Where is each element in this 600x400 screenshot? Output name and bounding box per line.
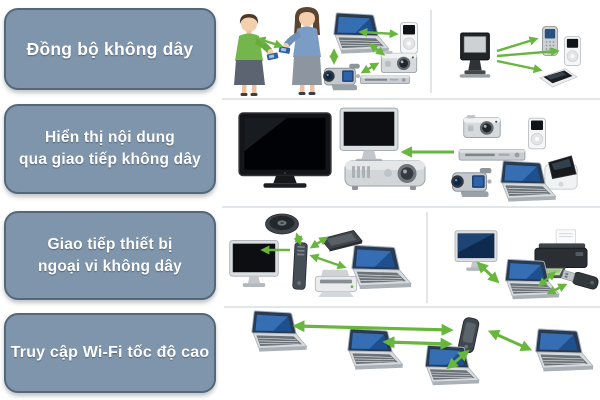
digital-camera (380, 50, 418, 74)
usb-stick (560, 267, 600, 291)
portable-media-player (544, 155, 578, 190)
printer (314, 269, 358, 298)
monitor (339, 107, 399, 164)
label-text: Hiển thị nội dung (45, 129, 175, 147)
usb-hub (292, 241, 308, 291)
portable-player (539, 68, 578, 88)
label-wireless-peripherals: Giao tiếp thiết bị ngoại vi không dây (4, 211, 216, 300)
label-text: Đồng bộ không dây (26, 38, 194, 59)
arrow-laptop-ipod (358, 27, 399, 39)
arrow-router-laptop-far (292, 320, 454, 336)
scene-wifi-access (251, 310, 594, 386)
label-text: qua giao tiếp không dây (18, 151, 201, 168)
laptop (351, 244, 412, 290)
label-wireless-sync: Đồng bộ không dây (4, 8, 216, 90)
arrow-laptop-camera (368, 43, 386, 56)
person-woman-green (234, 14, 279, 96)
monitor (229, 240, 279, 288)
arrow-laptop-printer (537, 271, 557, 287)
label-text: Truy cập Wi-Fi tốc độ cao (10, 344, 210, 361)
ipod (528, 117, 546, 150)
flat-tv (238, 112, 332, 189)
external-hdd (265, 213, 299, 235)
dvd-player (458, 148, 526, 161)
arrow-monitor-laptop (476, 261, 500, 284)
laptop (347, 328, 404, 371)
kiosk-display (459, 32, 491, 79)
arrow-router-laptop-right (487, 330, 533, 351)
dvd-player (360, 75, 410, 85)
arrow-people-sync (256, 36, 284, 49)
arrow-hub-drive (309, 236, 329, 249)
label-text: ngoại vi không dây (38, 257, 182, 275)
label-wireless-display: Hiển thị nội dung qua giao tiếp không dâ… (4, 104, 216, 194)
monitor (454, 230, 498, 272)
arrow-router-laptop-mid (382, 336, 453, 350)
person-woman-blue (278, 7, 322, 95)
arrow-kiosk-ipod (496, 46, 560, 58)
arrow-router-laptop-below (446, 349, 470, 370)
scene-wireless-peripherals (229, 213, 600, 300)
laptop (251, 310, 308, 353)
ipod (400, 22, 418, 54)
camcorder (322, 63, 361, 91)
arrow-camcorder-camera (360, 62, 380, 74)
ipod (564, 36, 581, 66)
digital-camera (463, 114, 501, 138)
scene-wireless-display (238, 107, 578, 203)
laptop (535, 328, 594, 372)
arrow-hdd-hub (293, 232, 304, 246)
camcorder (450, 167, 493, 198)
projector (344, 160, 426, 191)
scene-wireless-sync (234, 7, 581, 96)
arrow-laptop-usb (546, 283, 568, 295)
label-wifi-access: Truy cập Wi-Fi tốc độ cao (4, 313, 216, 393)
arrow-kiosk-phone (496, 36, 539, 53)
label-text: Giao tiếp thiết bị (47, 235, 173, 253)
arrow-kiosk-player (496, 59, 543, 74)
arrow-hub-laptop (309, 253, 347, 270)
